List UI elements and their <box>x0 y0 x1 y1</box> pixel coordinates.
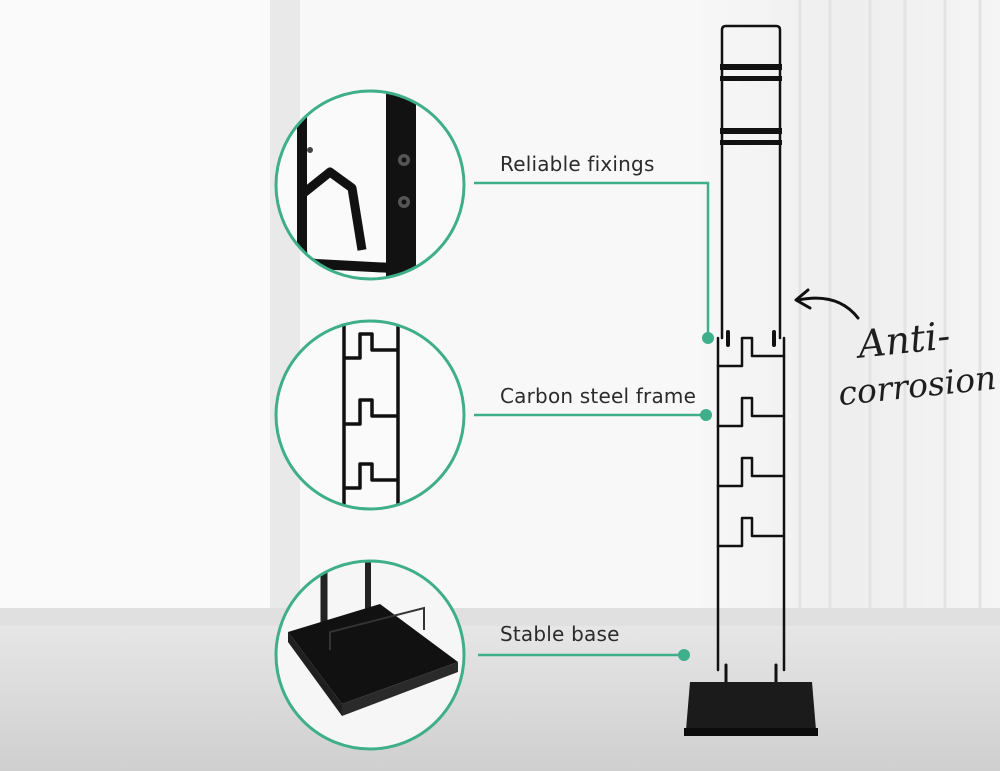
label-reliable-fixings: Reliable fixings <box>500 152 655 176</box>
zoom-circle-frame <box>274 319 466 511</box>
label-stable-base: Stable base <box>500 622 620 646</box>
tool-hooks <box>716 336 786 548</box>
curved-arrow-icon <box>794 288 860 320</box>
zoom-circle-base <box>274 559 466 751</box>
callout-lines <box>474 181 710 657</box>
zoom-circle-fixings <box>274 89 466 281</box>
label-carbon-steel-frame: Carbon steel frame <box>500 384 697 408</box>
stand-base <box>684 682 818 736</box>
callout-dots <box>678 332 714 661</box>
